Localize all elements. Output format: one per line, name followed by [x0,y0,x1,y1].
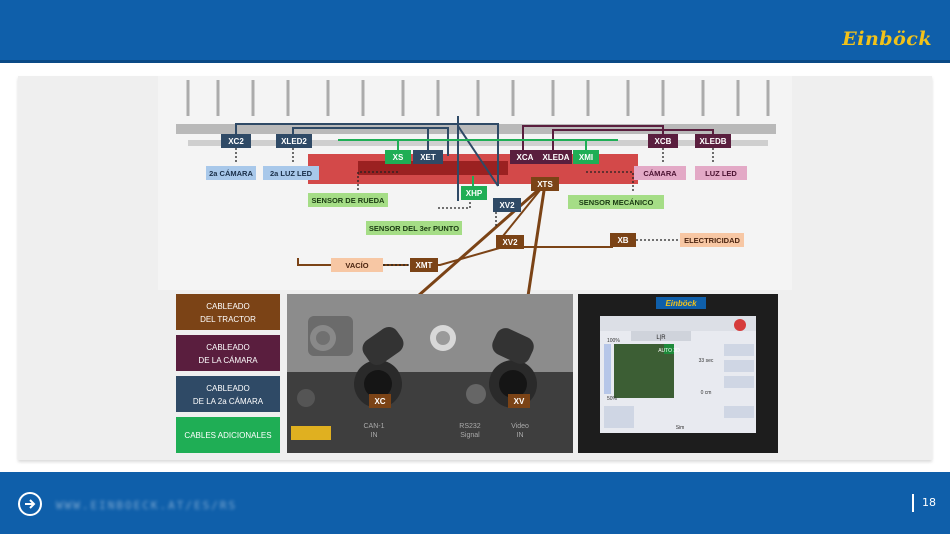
target-sensor-rueda: SENSOR DE RUEDA [308,193,388,207]
svg-text:SENSOR DE RUEDA: SENSOR DE RUEDA [312,196,386,205]
page-number: 18 [912,494,936,512]
target-camara: CÁMARA [634,166,686,180]
tag-xca: XCA [510,150,540,164]
tag-xv2-upper: XV2 [493,198,521,212]
svg-text:XLEDB: XLEDB [699,137,726,146]
svg-text:XC: XC [374,397,385,406]
svg-text:ELECTRICIDAD: ELECTRICIDAD [684,236,740,245]
red-hitch-core [358,161,508,175]
svg-text:XV2: XV2 [499,201,515,210]
tag-xc2: XC2 [221,134,251,148]
tag-xled2: XLED2 [276,134,312,148]
target-luz-led: LUZ LED [695,166,747,180]
svg-text:XCA: XCA [517,153,534,162]
svg-text:AUTO 3D: AUTO 3D [658,348,680,354]
svg-text:Video: Video [511,423,529,430]
legend-tractor: CABLEADO DEL TRACTOR [176,294,280,330]
svg-text:XC2: XC2 [228,137,244,146]
frame-beam [176,124,776,134]
tag-xleda: XLEDA [540,150,572,164]
header-bar [0,0,950,60]
footer-bar [0,472,950,534]
svg-text:XLED2: XLED2 [281,137,307,146]
header-stripe [0,60,950,63]
tag-xet: XET [413,150,443,164]
tag-xmt: XMT [410,258,438,272]
frame-beam-2 [188,140,768,146]
svg-text:XV2: XV2 [502,238,518,247]
tag-xts: XTS [531,177,559,191]
svg-text:RS232: RS232 [459,423,481,430]
svg-text:XCB: XCB [655,137,672,146]
svg-text:33 sec: 33 sec [699,358,714,364]
legend-2a-camara: CABLEADO DE LA 2a CÁMARA [176,376,280,412]
tag-xledb: XLEDB [695,134,731,148]
svg-text:LUZ LED: LUZ LED [705,169,737,178]
target-sensor-mecanico: SENSOR MECÁNICO [568,195,664,209]
dotted-connectors [235,148,714,266]
terminal-screen-photo: Einböck L|R AUTO 3D 100% 50% 33 sec 0 cm… [578,294,778,453]
svg-text:XLEDA: XLEDA [542,153,569,162]
target-2a-luz-led: 2a LUZ LED [263,166,319,180]
svg-text:VACÍO: VACÍO [345,261,368,270]
target-electricidad: ELECTRICIDAD [680,233,744,247]
target-2a-camara: 2a CÁMARA [206,166,256,180]
target-sensor-3er-punto: SENSOR DEL 3er PUNTO [366,221,462,235]
svg-text:XS: XS [393,153,404,162]
svg-text:Sim: Sim [676,425,685,431]
svg-text:2a CÁMARA: 2a CÁMARA [209,169,253,178]
tag-xv2-lower: XV2 [496,235,524,249]
svg-text:CABLEADO: CABLEADO [206,343,250,352]
svg-text:IN: IN [517,432,524,439]
svg-text:50%: 50% [607,396,618,402]
svg-text:XB: XB [617,236,628,245]
svg-text:XMT: XMT [416,261,433,270]
svg-text:SENSOR DEL 3er PUNTO: SENSOR DEL 3er PUNTO [369,224,459,233]
svg-text:XTS: XTS [537,180,553,189]
svg-text:DEL TRACTOR: DEL TRACTOR [200,315,256,324]
svg-text:XHP: XHP [466,189,483,198]
connector-panel-photo: CAN-1 IN RS232 Signal Video IN [287,294,573,453]
svg-text:100%: 100% [607,338,620,344]
legend-cables-adicionales: CABLES ADICIONALES [176,417,280,453]
svg-text:Einböck: Einböck [665,299,697,308]
footer-url[interactable]: WWW.EINBOECK.AT/ES/RS [56,499,238,512]
harrow-tines [186,80,770,116]
next-arrow-icon[interactable] [18,492,42,516]
svg-text:CABLEADO: CABLEADO [206,384,250,393]
tag-xv: XV [508,394,530,408]
svg-text:CÁMARA: CÁMARA [643,169,677,178]
svg-text:XV: XV [514,397,525,406]
svg-text:2a LUZ LED: 2a LUZ LED [270,169,313,178]
tag-xcb: XCB [648,134,678,148]
svg-text:SENSOR MECÁNICO: SENSOR MECÁNICO [579,198,654,207]
svg-text:L|R: L|R [656,335,666,341]
tag-xmi: XMI [573,150,599,164]
tag-xb: XB [610,233,636,247]
svg-text:DE LA CÁMARA: DE LA CÁMARA [198,356,258,365]
wiring-diagram: XC2 XLED2 XS XET XCA XLEDA XMI XCB XLEDB… [158,76,792,453]
target-vacio: VACÍO [331,258,383,272]
svg-text:0 cm: 0 cm [701,390,712,396]
tag-xhp: XHP [461,186,487,200]
svg-text:CABLEADO: CABLEADO [206,302,250,311]
svg-text:IN: IN [371,432,378,439]
svg-text:CAN-1: CAN-1 [363,423,384,430]
svg-text:XMI: XMI [579,153,593,162]
svg-text:CABLES ADICIONALES: CABLES ADICIONALES [184,431,271,440]
svg-text:DE LA 2a CÁMARA: DE LA 2a CÁMARA [193,397,264,406]
legend-camara: CABLEADO DE LA CÁMARA [176,335,280,371]
svg-text:Signal: Signal [460,432,480,439]
tag-xc: XC [369,394,391,408]
tag-xs: XS [385,150,411,164]
brand-logo: Einböck [842,28,932,50]
svg-text:XET: XET [420,153,436,162]
